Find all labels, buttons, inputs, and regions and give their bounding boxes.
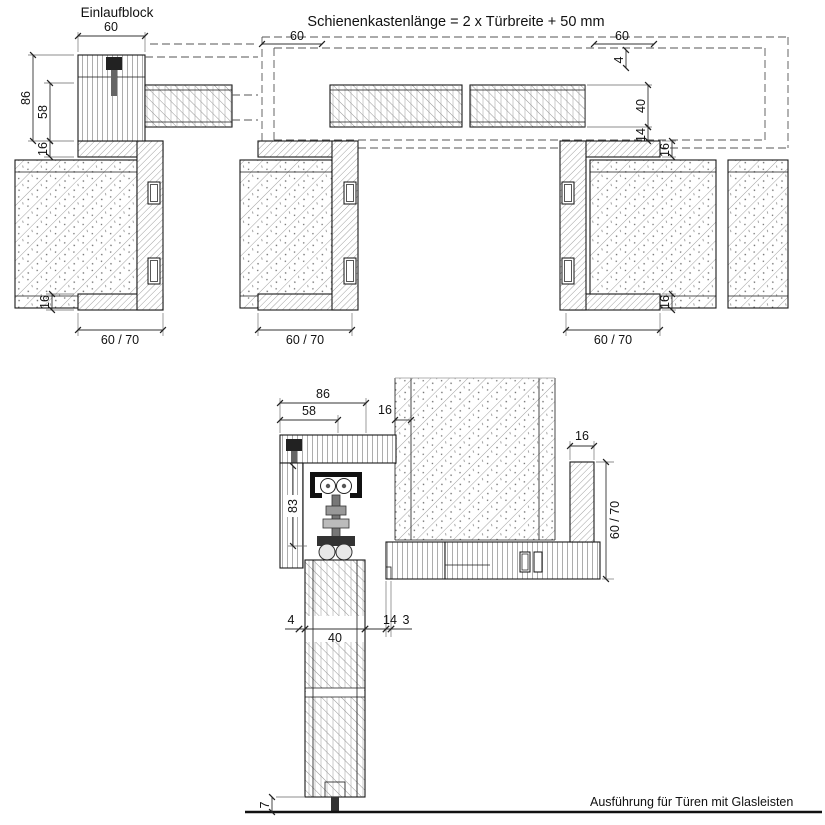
adjustment-nut bbox=[325, 505, 347, 516]
einlaufblock-block bbox=[77, 54, 146, 142]
sliding-door-panel-2 bbox=[469, 84, 586, 128]
dim-16-plaster: 16 bbox=[378, 403, 392, 417]
dim-16-flange: 16 bbox=[36, 142, 50, 156]
dim-14-gap-bottom: 14 bbox=[383, 613, 397, 627]
wall-section-right bbox=[589, 159, 789, 309]
seal-profile bbox=[343, 257, 357, 285]
dimensions-top-middle: Schienenkastenlänge = 2 x Türbreite + 50… bbox=[254, 14, 676, 347]
lock-nut bbox=[322, 518, 350, 529]
roller-carriage bbox=[317, 478, 355, 561]
clamp-roll bbox=[318, 543, 336, 561]
dim-3-seal: 3 bbox=[403, 613, 410, 627]
track-mounting-board-top bbox=[279, 434, 397, 464]
fixing-screw bbox=[106, 57, 122, 70]
dim-60-rail-right: 60 bbox=[615, 29, 629, 43]
detail-einlaufblock-section: 60 Einlaufblock 86 58 16 16 60 / 70 bbox=[14, 5, 258, 347]
dim-40-door-thickness: 40 bbox=[634, 99, 648, 113]
dim-86-height: 86 bbox=[19, 91, 33, 105]
dim-60-rail-left: 60 bbox=[290, 29, 304, 43]
fixing-screw bbox=[286, 439, 302, 451]
dim-16-bottom-flange: 16 bbox=[38, 295, 52, 309]
dim-60-70-frame-depth: 60 / 70 bbox=[608, 501, 622, 539]
door-panel-top-left bbox=[144, 84, 233, 128]
detail-vertical-section: 86 58 16 83 16 60 / 70 4 bbox=[245, 377, 822, 816]
dim-60-block-width: 60 bbox=[104, 20, 118, 34]
seal-profile bbox=[561, 181, 575, 205]
dim-4-gap: 4 bbox=[612, 56, 626, 63]
dim-7-floor-gap: 7 bbox=[258, 801, 272, 808]
seal-profile bbox=[147, 257, 161, 285]
label-einlaufblock: Einlaufblock bbox=[81, 5, 154, 20]
seal-profile bbox=[343, 181, 357, 205]
jamb-strip bbox=[569, 461, 595, 543]
dim-60-70-frame-left: 60 / 70 bbox=[286, 333, 324, 347]
dim-16-jamb: 16 bbox=[575, 429, 589, 443]
seal-profile bbox=[561, 257, 575, 285]
dim-14-gap: 14 bbox=[634, 128, 648, 142]
caption-glasleisten: Ausführung für Türen mit Glasleisten bbox=[590, 795, 793, 809]
wall-section-top-left bbox=[14, 159, 138, 309]
wall-section-vertical bbox=[394, 377, 556, 541]
dim-60-70-frame-right: 60 / 70 bbox=[594, 333, 632, 347]
seal-profile bbox=[519, 551, 531, 573]
dim-60-70-frame: 60 / 70 bbox=[101, 333, 139, 347]
clamp-plate bbox=[317, 536, 355, 546]
frame-lining bbox=[385, 461, 601, 580]
door-leaf-section bbox=[284, 559, 412, 812]
dim-4-gap-bottom: 4 bbox=[288, 613, 295, 627]
floor-guide-pin bbox=[331, 797, 339, 812]
dim-16-flange-right-bottom: 16 bbox=[658, 295, 672, 309]
dim-16-flange-right-top: 16 bbox=[658, 143, 672, 157]
frame-left-jamb bbox=[257, 140, 359, 311]
detail-schienenkasten-plan: Schienenkastenlänge = 2 x Türbreite + 50… bbox=[239, 14, 789, 347]
dim-40-door: 40 bbox=[328, 631, 342, 645]
dimensions-top-left: 60 Einlaufblock 86 58 16 16 60 / 70 bbox=[19, 5, 167, 347]
rail-track-profile bbox=[310, 472, 362, 498]
frame-right-jamb bbox=[559, 140, 661, 311]
label-schienenkasten-formula: Schienenkastenlänge = 2 x Türbreite + 50… bbox=[307, 14, 604, 30]
wall-section-left bbox=[239, 159, 333, 309]
dim-58-top: 58 bbox=[302, 404, 316, 418]
dim-58-height: 58 bbox=[36, 105, 50, 119]
seal-profile bbox=[147, 181, 161, 205]
door-frame-profile bbox=[77, 140, 164, 311]
clamp-roll bbox=[335, 543, 353, 561]
sliding-door-panel-1 bbox=[329, 84, 463, 128]
dim-86-top: 86 bbox=[316, 387, 330, 401]
dim-83-track-space: 83 bbox=[286, 499, 300, 513]
dimensions-bottom: 86 58 16 83 16 60 / 70 4 bbox=[258, 387, 622, 816]
seal-profile bbox=[533, 551, 543, 573]
